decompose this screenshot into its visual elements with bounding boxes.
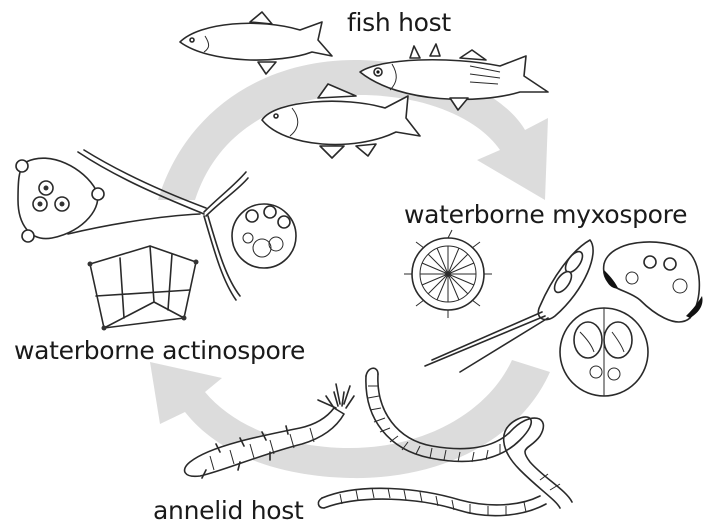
label-waterborne-actinospore: waterborne actinospore (14, 336, 305, 365)
myxospores (404, 230, 703, 396)
label-annelid-host: annelid host (153, 496, 303, 525)
label-fish-host: fish host (347, 8, 451, 37)
myxospore-capsule-icon (560, 308, 648, 396)
pansporocyst-icon (232, 204, 296, 268)
actinospores (16, 150, 296, 331)
actinospore-lattice-icon (88, 246, 199, 331)
annelid-worm-icon (318, 488, 546, 516)
actinospore-armed-icon (68, 150, 248, 300)
fish-icon (360, 44, 548, 110)
label-waterborne-myxospore: waterborne myxospore (404, 200, 687, 229)
myxospore-round-icon (404, 230, 492, 318)
